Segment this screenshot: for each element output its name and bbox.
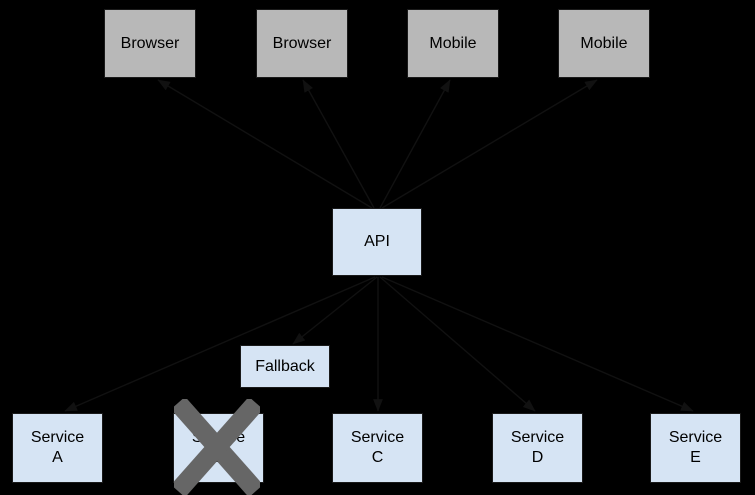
node-api[interactable]: API <box>332 208 422 276</box>
node-service-a[interactable]: Service A <box>12 413 103 483</box>
edge-api-to-serviceE <box>381 276 694 412</box>
node-mobile-1[interactable]: Mobile <box>407 9 499 78</box>
node-service-c[interactable]: Service C <box>332 413 423 483</box>
edge-api-to-serviceA <box>64 276 376 412</box>
node-service-e[interactable]: Service E <box>650 413 741 483</box>
edge-api-to-mobile2 <box>381 79 598 209</box>
node-service-d[interactable]: Service D <box>492 413 583 483</box>
node-browser-2[interactable]: Browser <box>256 9 348 78</box>
node-service-b[interactable]: Service B <box>173 413 264 483</box>
edge-api-to-browser1 <box>157 79 373 209</box>
node-mobile-2[interactable]: Mobile <box>558 9 650 78</box>
node-browser-1[interactable]: Browser <box>104 9 196 78</box>
edge-api-to-serviceD <box>379 276 536 412</box>
edge-api-to-browser2 <box>302 79 375 209</box>
edge-api-to-mobile1 <box>379 79 451 209</box>
edge-api-to-fallback <box>292 276 378 345</box>
node-fallback[interactable]: Fallback <box>240 345 330 388</box>
